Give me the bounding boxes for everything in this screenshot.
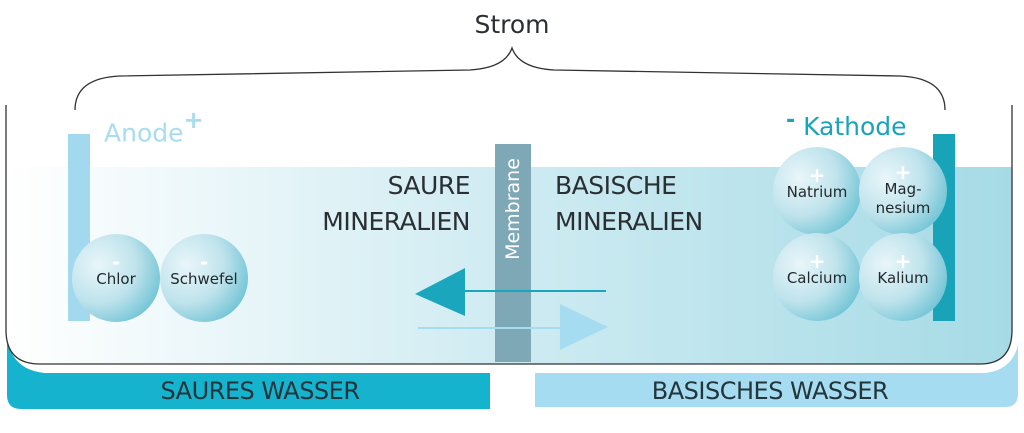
ion-name: Calcium	[786, 268, 848, 287]
membrane	[495, 144, 531, 362]
anode-text: Anode	[104, 118, 184, 148]
charge-sign: -	[199, 249, 209, 274]
ion-name: Schwefel	[170, 269, 238, 288]
ion-natrium: +Natrium	[773, 147, 861, 235]
base-minerals-label: BASISCHE MINERALIEN	[555, 168, 703, 240]
container-outline	[5, 105, 1013, 365]
anode-plus-sign: +	[183, 106, 204, 134]
ion-calcium: +Calcium	[773, 233, 861, 321]
kathode-label: - Kathode	[786, 108, 907, 141]
acid-arrow-head	[415, 268, 465, 316]
acid-minerals-line2: MINERALIEN	[322, 207, 470, 236]
acid-water-outlet	[7, 338, 490, 409]
kathode-text: Kathode	[803, 112, 907, 141]
charge-sign: -	[111, 249, 121, 274]
base-arrow-head	[560, 304, 608, 350]
ion-magnesium: +Mag-nesium	[859, 147, 947, 235]
ion-name-line1: Mag-	[884, 180, 922, 198]
base-water-outlet	[535, 345, 1018, 407]
membrane-label-box: Membrane	[493, 144, 533, 274]
base-minerals-line1: BASISCHE	[555, 171, 677, 200]
acid-minerals-line1: SAURE	[387, 171, 471, 200]
charge-sign: +	[894, 160, 912, 184]
base-minerals-line2: MINERALIEN	[555, 207, 703, 236]
ion-name: Chlor	[96, 269, 136, 288]
ion-name-line2: nesium	[875, 199, 931, 217]
base-water-label: BASISCHES WASSER	[651, 377, 889, 405]
charge-sign: +	[894, 248, 912, 273]
charge-sign: +	[808, 162, 826, 187]
strom-label: Strom	[474, 10, 550, 39]
membrane-label: Membrane	[502, 158, 524, 260]
ion-name: Kalium	[877, 268, 929, 287]
strom-brace	[74, 46, 946, 111]
ion-schwefel: -Schwefel	[160, 234, 248, 322]
ion-kalium: +Kalium	[859, 233, 947, 321]
ion-chlor: -Chlor	[72, 234, 160, 322]
anode-label: Anode+	[104, 106, 204, 148]
acid-minerals-label: SAURE MINERALIEN	[322, 168, 470, 240]
charge-sign: +	[808, 248, 826, 273]
ion-name: Natrium	[786, 182, 848, 201]
kathode-minus-sign: -	[786, 108, 796, 133]
acid-water-label: SAURES WASSER	[160, 377, 360, 405]
